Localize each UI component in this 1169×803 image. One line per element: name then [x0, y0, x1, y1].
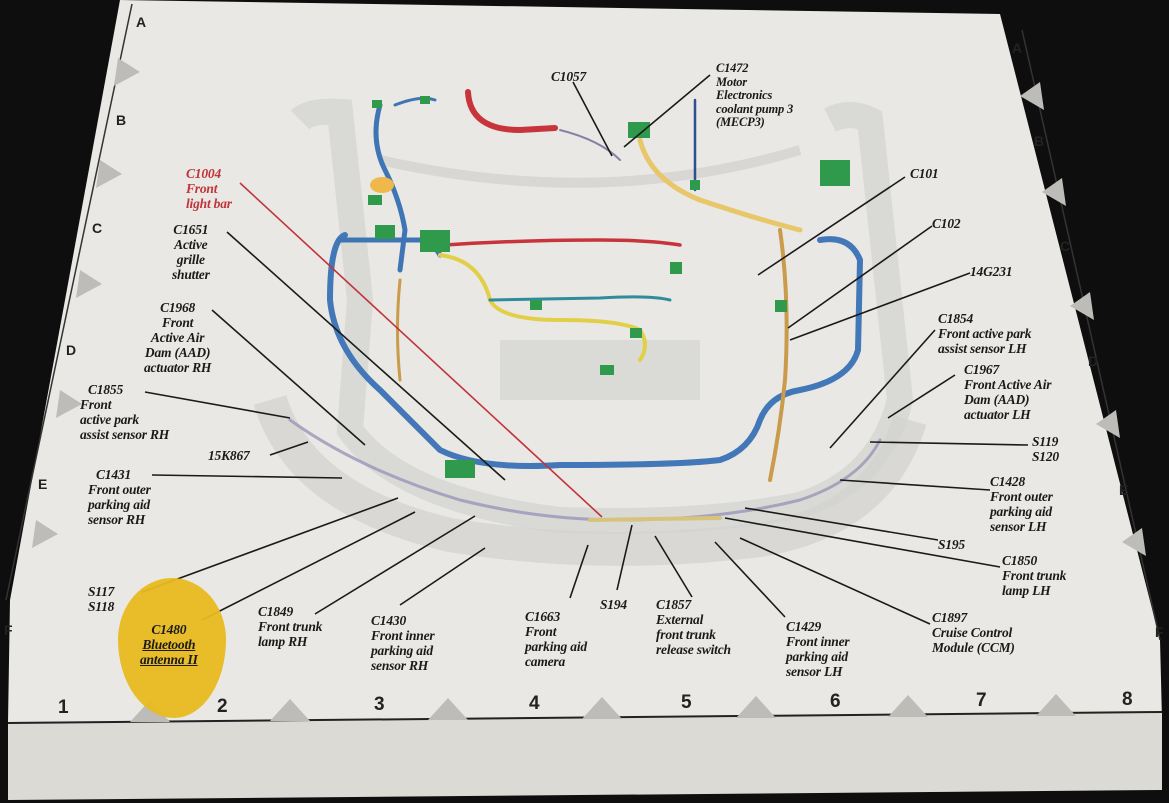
grid-col-6: 6: [830, 691, 841, 712]
grid-row-b-left: B: [116, 112, 127, 128]
grid-col-3: 3: [374, 694, 385, 715]
label-15k867: 15K867: [208, 448, 250, 463]
grid-row-a-right: A: [1012, 40, 1023, 56]
label-c1651: C1651 Active grille shutter: [172, 222, 210, 282]
label-c1428: C1428 Front outer parking aid sensor LH: [990, 474, 1053, 534]
label-s119-s120: S119 S120: [1032, 434, 1059, 464]
grid-row-b-right: B: [1034, 133, 1045, 149]
label-c1480: C1480 Bluetooth antenna II: [140, 622, 198, 667]
leader-line-red: [239, 182, 603, 518]
grid-row-c-right: C: [1060, 238, 1071, 254]
label-c1854: C1854 Front active park assist sensor LH: [938, 311, 1032, 356]
label-c1472: C1472 Motor Electronics coolant pump 3 (…: [716, 61, 794, 129]
connectors: [368, 96, 850, 478]
grid-row-e-left: E: [38, 476, 48, 492]
label-c1849: C1849 Front trunk lamp RH: [258, 604, 323, 649]
label-c1850: C1850 Front trunk lamp LH: [1002, 553, 1067, 598]
label-c1897: C1897 Cruise Control Module (CCM): [932, 610, 1015, 655]
label-c101: C101: [910, 166, 939, 181]
grid-row-a-left: A: [136, 14, 147, 30]
label-c1004: C1004 Front light bar: [186, 166, 232, 211]
label-c1663: C1663 Front parking aid camera: [525, 609, 587, 669]
label-c1967: C1967 Front Active Air Dam (AAD) actuato…: [964, 362, 1052, 422]
grid-col-4: 4: [529, 693, 540, 714]
grid-row-f-right: F: [1155, 624, 1164, 640]
label-s195: S195: [938, 537, 965, 552]
wiring-harness: [288, 89, 882, 522]
label-c1855: C1855 Front active park assist sensor RH: [80, 382, 170, 442]
label-c102: C102: [932, 216, 961, 231]
grid-row-d-right: D: [1088, 353, 1099, 369]
label-s194: S194: [600, 597, 627, 612]
label-c1430: C1430 Front inner parking aid sensor RH: [371, 613, 435, 673]
grid-row-e-right: E: [1119, 482, 1129, 498]
left-border-line: [5, 3, 133, 601]
label-14g231: 14G231: [970, 264, 1013, 279]
leader-lines: [141, 74, 1029, 625]
label-c1968: C1968 Front Active Air Dam (AAD) actuato…: [144, 300, 212, 375]
highlight-marker-c1480: [118, 578, 226, 718]
label-c1057: C1057: [551, 69, 587, 84]
junction-block: [370, 177, 394, 193]
grid-col-7: 7: [976, 690, 987, 711]
grid-col-5: 5: [681, 692, 692, 713]
grid-row-c-left: C: [92, 220, 103, 236]
grid-row-d-left: D: [66, 342, 77, 358]
paper-bottom-strip: [8, 712, 1162, 800]
label-c1429: C1429 Front inner parking aid sensor LH: [786, 619, 850, 679]
label-c1857: C1857 External front trunk release switc…: [656, 597, 731, 657]
label-c1431: C1431 Front outer parking aid sensor RH: [88, 467, 151, 527]
grid-col-2: 2: [217, 696, 228, 717]
label-s117-s118: S117 S118: [88, 584, 115, 614]
grid-col-1: 1: [58, 697, 69, 718]
grid-row-f-left: F: [4, 622, 13, 638]
grid-col-8: 8: [1122, 689, 1133, 710]
